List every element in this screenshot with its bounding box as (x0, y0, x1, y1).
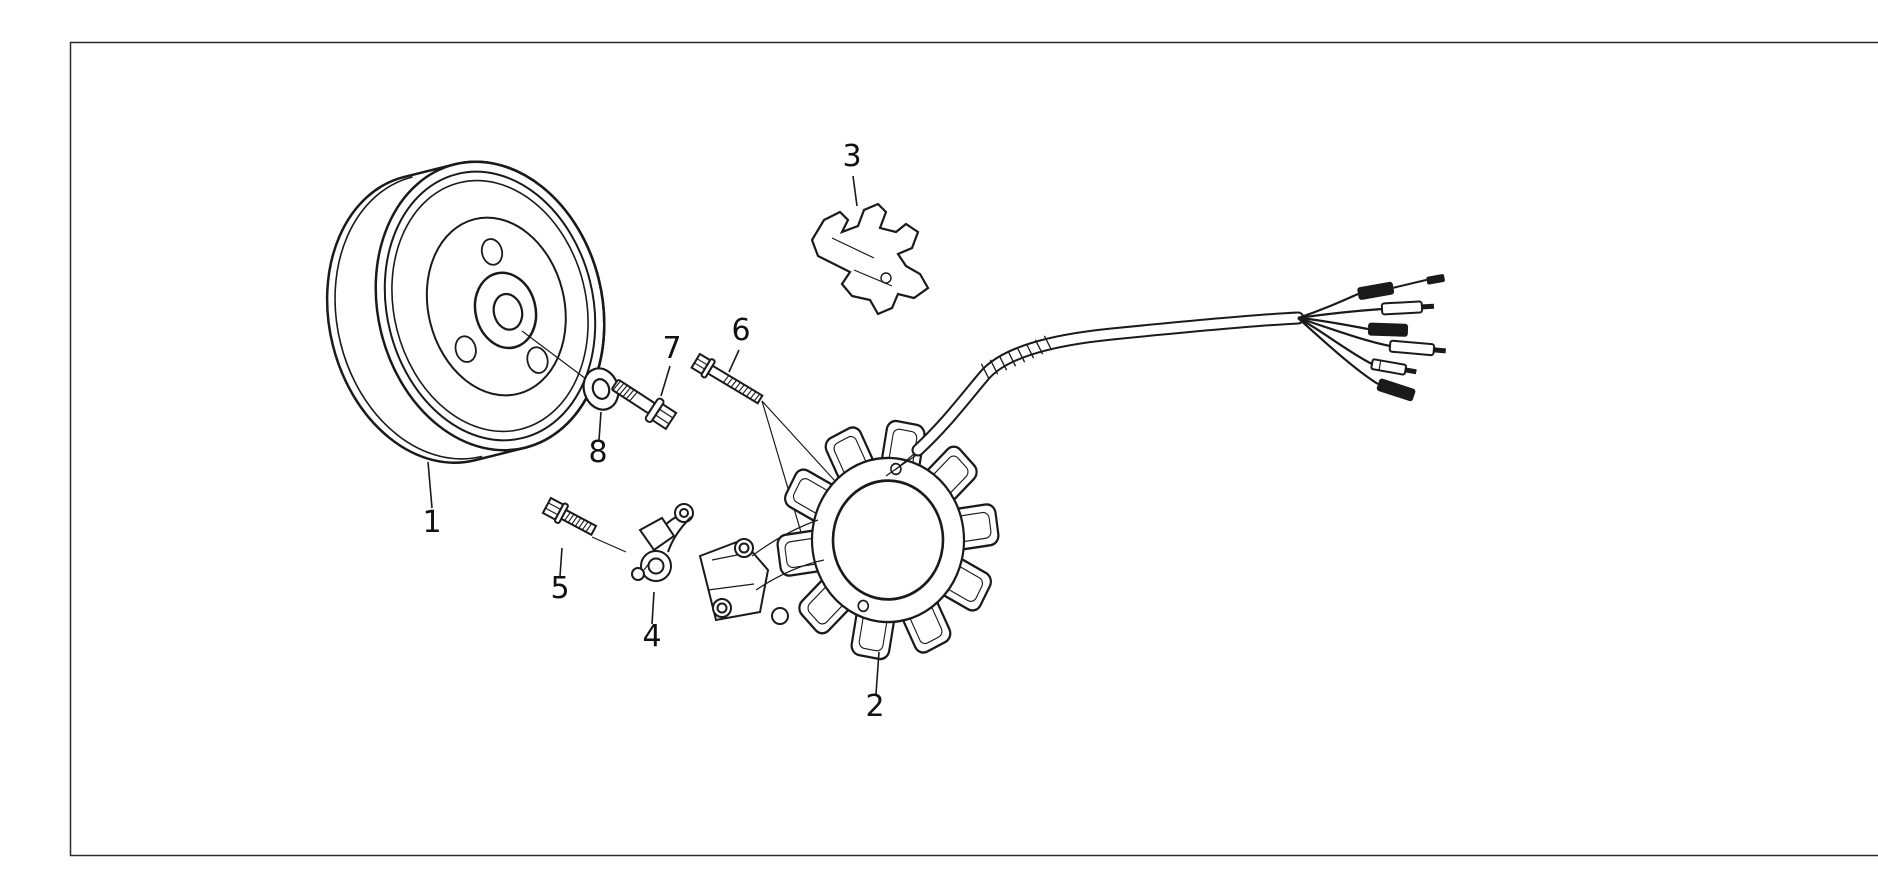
wire-harness (911, 274, 1447, 457)
flywheel-rotor-part (325, 160, 606, 464)
terminal-bullet-white (1380, 300, 1435, 316)
bolt-projection-lines (761, 400, 847, 550)
leader-line-2 (875, 651, 880, 695)
leader-line-6 (728, 349, 740, 373)
pulser-bracket-part (631, 503, 694, 582)
callout-label-4: 4 (642, 619, 661, 654)
leader-line-8 (598, 411, 602, 441)
leader-line-1 (427, 461, 433, 509)
stator-assembly-part (698, 418, 1001, 662)
harness-wire-fan (1297, 292, 1391, 385)
callout-label-7: 7 (662, 331, 681, 366)
terminal-spade-black (1357, 274, 1445, 300)
bolt5-axis-line (591, 536, 627, 553)
harness-terminals (1357, 274, 1447, 402)
small-bolt-part (541, 496, 598, 537)
washer-part (582, 367, 620, 411)
harness-tape-wrap (980, 335, 1053, 379)
leader-line-7 (660, 365, 671, 397)
leader-line-3 (852, 175, 858, 207)
leader-line-5 (559, 547, 563, 577)
callout-label-8: 8 (588, 435, 607, 470)
leader-line-4 (651, 591, 655, 625)
terminal-bullet-white (1388, 339, 1447, 357)
callout-label-5: 5 (550, 571, 569, 606)
terminal-bullet-white (1370, 358, 1417, 376)
terminal-spade-black (1367, 322, 1409, 337)
stator-lead-holder (698, 538, 770, 622)
assembly-axis-line (521, 330, 587, 380)
wire-clamp-part (810, 202, 930, 316)
callout-label-1: 1 (422, 505, 441, 540)
callout-label-2: 2 (865, 689, 884, 724)
diagram-border (69, 41, 1878, 857)
stator-bolt-part (690, 352, 764, 405)
callout-labels: 1 2 3 4 5 6 7 8 (422, 139, 884, 724)
callout-label-3: 3 (842, 139, 861, 174)
rotor-bolt-part (611, 379, 678, 431)
terminal-spade-black (1376, 378, 1416, 402)
stator-lug-hole (771, 607, 789, 625)
callout-label-6: 6 (731, 313, 750, 348)
callout-leader-lines (427, 175, 880, 695)
